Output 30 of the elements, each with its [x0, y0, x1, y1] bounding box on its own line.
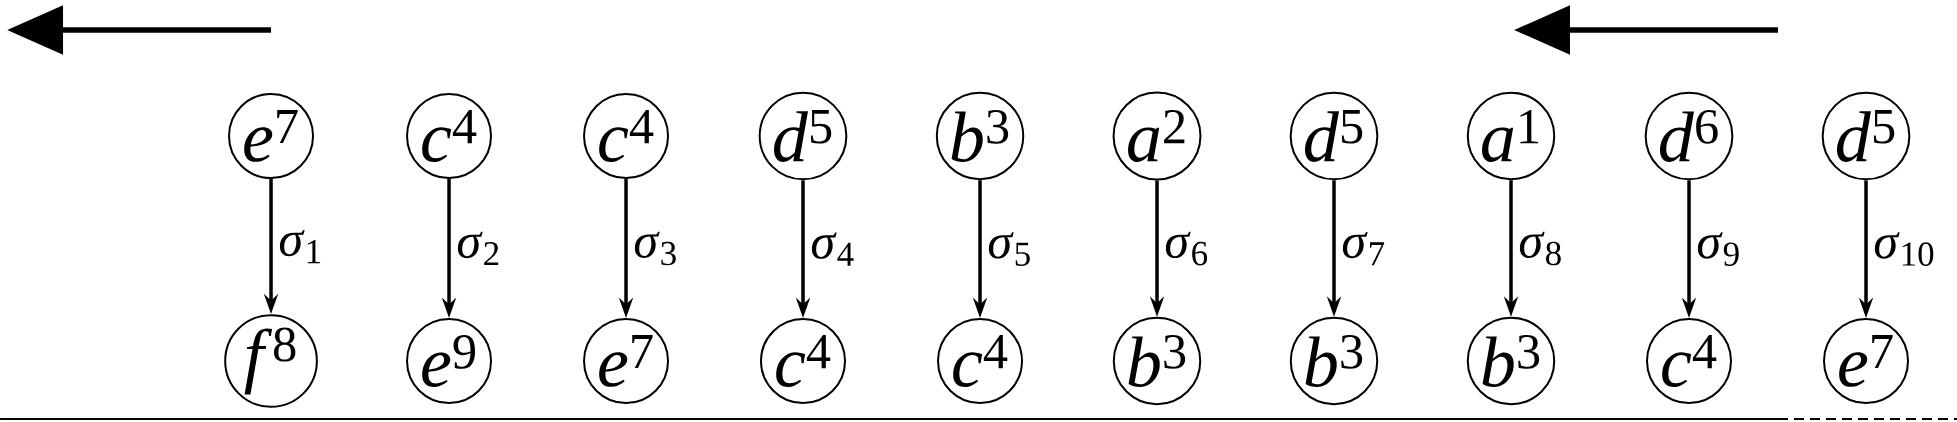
circle-node: e$^{9}$	[406, 318, 492, 404]
circle-node: f$^{8}$	[224, 314, 318, 408]
circle-node: d$^{5}$	[758, 91, 848, 181]
circle-node: a$^{2}$	[1112, 91, 1202, 181]
edge-label: σ$_{5}$	[985, 230, 1035, 268]
circle-node: c$^{4}$	[406, 93, 492, 179]
circle-node: b$^{3}$	[1289, 316, 1379, 406]
circle-node: d$^{6}$	[1644, 91, 1734, 181]
circle-node: e$^{7}$	[228, 93, 315, 179]
circle-node: c$^{4}$	[937, 318, 1023, 404]
edge-label: σ$_{10}$	[1871, 230, 1938, 268]
edge-label: σ$_{7}$	[1339, 229, 1389, 268]
circle-node: e$^{7}$	[1823, 318, 1909, 404]
edge-label: σ$_{9}$	[1694, 230, 1744, 268]
circle-node: b$^{3}$	[1466, 316, 1556, 406]
circle-node: b$^{3}$	[1112, 316, 1202, 406]
circle-node: b$^{3}$	[935, 91, 1025, 181]
circle-node: c$^{4}$	[583, 93, 669, 179]
circle-node: d$^{5}$	[1289, 91, 1379, 181]
edge-label: σ$_{6}$	[1162, 229, 1212, 268]
edge-label: σ$_{2}$	[454, 229, 504, 268]
circle-node: c$^{4}$	[1646, 318, 1732, 404]
circle-node: d$^{5}$	[1821, 91, 1911, 181]
edge-label: σ$_{8}$	[1516, 229, 1566, 268]
circle-node: a$^{1}$	[1466, 91, 1556, 181]
edge-label: σ$_{4}$	[808, 230, 858, 268]
circle-node: e$^{7}$	[583, 318, 669, 404]
edge-label: σ$_{3}$	[631, 229, 681, 268]
edge-label: σ$_{1}$	[276, 227, 326, 266]
circle-node: c$^{4}$	[760, 318, 846, 404]
